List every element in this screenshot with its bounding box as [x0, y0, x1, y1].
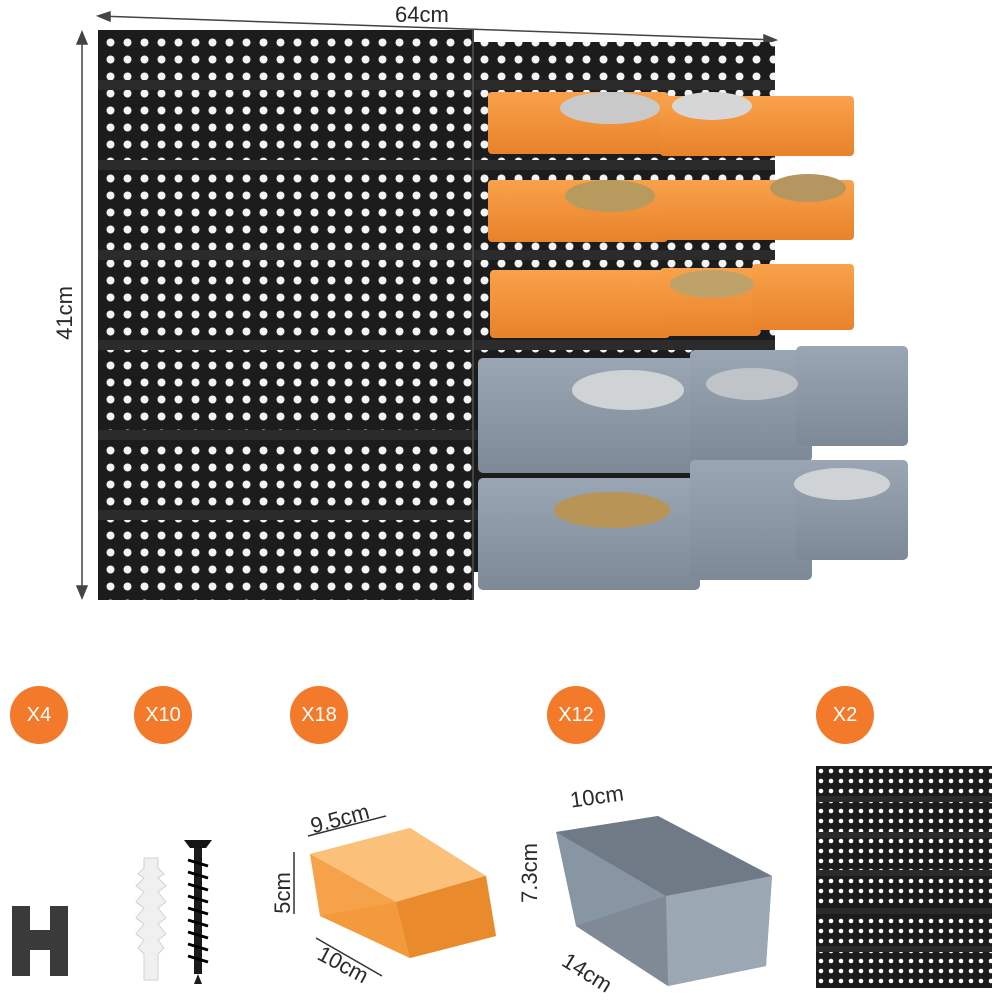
orange-bins-grid — [488, 92, 854, 338]
large-grey-bin — [556, 816, 772, 986]
large-bin-count-badge: X12 — [547, 686, 605, 744]
grey-bins-grid — [478, 346, 908, 590]
small-bin-dimension-arrows — [293, 815, 387, 977]
small-bin-count-badge: X18 — [290, 686, 348, 744]
width-dimension-arrow — [95, 10, 779, 46]
pegboard-assembly-illustration — [75, 10, 908, 600]
large-bin-width-label: 10cm — [568, 780, 626, 813]
wall-plug-count-badge: X10 — [134, 686, 192, 744]
board-width-label: 64cm — [395, 2, 449, 27]
small-orange-bin — [310, 828, 496, 958]
wall-plug-icon — [135, 857, 167, 981]
pegboard-count-badge: X2 — [816, 686, 874, 744]
h-connector-icon — [12, 906, 68, 976]
large-bin-height-label: 7.3cm — [516, 843, 542, 903]
spare-pegboard — [816, 766, 992, 988]
small-bin-height-label: 5cm — [269, 872, 295, 914]
height-dimension-arrow — [75, 30, 89, 600]
screw-icon — [184, 840, 212, 984]
board-height-label: 41cm — [51, 286, 77, 340]
h-connector-count-badge: X4 — [10, 686, 68, 744]
